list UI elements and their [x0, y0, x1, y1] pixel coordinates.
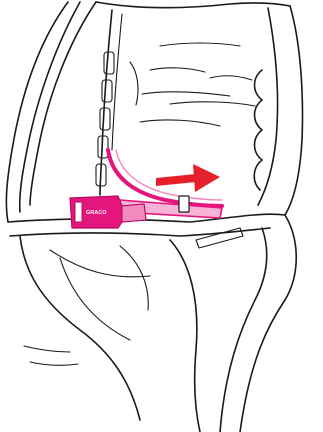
- right-padding-scallops: [253, 69, 263, 191]
- harness-slot: [95, 163, 107, 187]
- base-right-leg-outer: [239, 214, 298, 432]
- base-left-leg: [19, 235, 141, 421]
- fold-line: [209, 75, 253, 81]
- shell-left-inner-edge: [29, 1, 97, 206]
- inner-back-left-line: [99, 9, 113, 196]
- shell-top-rim: [95, 1, 291, 9]
- harness-slot: [99, 107, 111, 131]
- shell-right-inner-edge: [257, 7, 279, 206]
- harness-strap-curve: [106, 148, 224, 208]
- cushion-folds: [129, 42, 256, 127]
- shell-right-outer-edge: [284, 5, 304, 216]
- fold-line: [149, 67, 206, 73]
- harness-slot: [103, 51, 115, 75]
- base-right-leg-inner: [219, 227, 268, 432]
- strap-retainer-clip: [178, 195, 190, 213]
- harness-strap-curve-highlight: [115, 149, 223, 201]
- cushion-contour: [23, 345, 71, 353]
- harness-slot: [97, 135, 109, 159]
- fold-line: [139, 119, 221, 127]
- fold-line: [169, 101, 256, 107]
- fold-line: [129, 61, 139, 106]
- buckle-tongue: [121, 203, 147, 223]
- fold-line: [141, 91, 231, 97]
- cushion-contour: [59, 257, 131, 341]
- harness-slot-column: [95, 51, 115, 187]
- crotch-slot-tab: [195, 227, 244, 249]
- fold-line: [159, 42, 241, 47]
- buckle-brand-logo: GRACO: [86, 210, 107, 216]
- harness-slot: [101, 79, 113, 103]
- buckle-release-slot: [74, 201, 83, 223]
- cushion-contour: [119, 245, 149, 311]
- arrow-head: [193, 164, 220, 192]
- shell-left-outer-edge: [5, 1, 69, 223]
- inner-back-left-line-2: [111, 13, 123, 151]
- harness-buckle: GRACO: [69, 195, 147, 229]
- base-center-edge: [169, 239, 201, 432]
- cushion-contour: [29, 361, 79, 366]
- cushion-contour: [49, 249, 151, 278]
- shell-left-rim: [18, 1, 81, 213]
- seat-base-lower-edge: [9, 227, 271, 237]
- harness-strap-assembly: GRACO: [69, 148, 224, 229]
- arrow-shaft: [156, 174, 196, 186]
- direction-arrow: [156, 164, 220, 192]
- seat-base-top-edge: [7, 213, 286, 223]
- seat-shell: [5, 1, 304, 432]
